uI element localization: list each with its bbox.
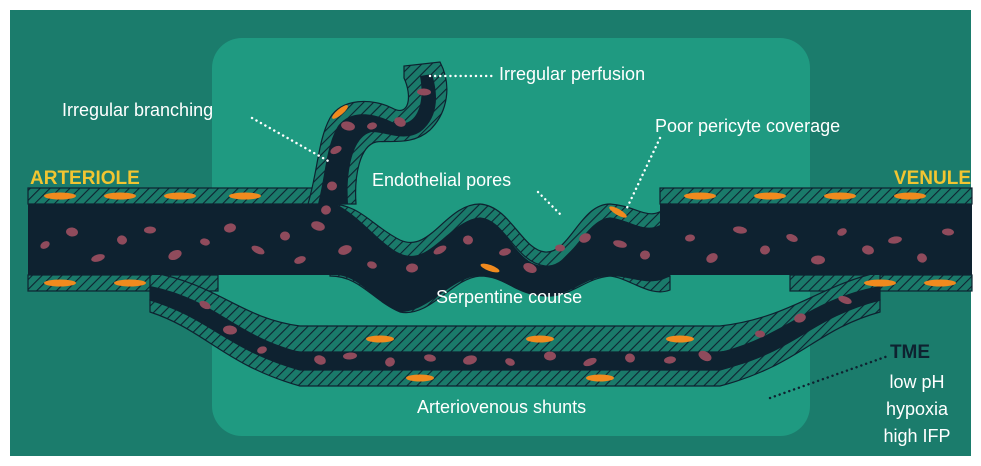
pericyte-icon <box>104 193 136 200</box>
pericyte-icon <box>684 193 716 200</box>
pericyte-icon <box>824 193 856 200</box>
pericyte-icon <box>754 193 786 200</box>
pericyte-icon <box>229 193 261 200</box>
pericyte-icon <box>666 336 694 343</box>
pericyte-icon <box>44 280 76 287</box>
tme-item-hypoxia: hypoxia <box>886 399 949 419</box>
tme-item-low-ph: low pH <box>889 372 944 392</box>
irregular-perfusion-label: Irregular perfusion <box>499 64 645 84</box>
pericyte-icon <box>864 280 896 287</box>
pericyte-icon <box>586 375 614 382</box>
tme-title: TME <box>890 342 930 363</box>
endothelial-pores-label: Endothelial pores <box>372 170 511 190</box>
pericyte-icon <box>894 193 926 200</box>
pericyte-icon <box>924 280 956 287</box>
arteriovenous-shunts-label: Arteriovenous shunts <box>417 397 586 417</box>
arteriole-label: ARTERIOLE <box>30 168 140 189</box>
irregular-branching-label: Irregular branching <box>62 100 213 120</box>
pericyte-icon <box>406 375 434 382</box>
pericyte-icon <box>526 336 554 343</box>
pericyte-icon <box>366 336 394 343</box>
pericyte-icon <box>114 280 146 287</box>
tme-item-high-ifp: high IFP <box>883 426 950 446</box>
serpentine-course-label: Serpentine course <box>436 287 582 307</box>
blood-cell-icon <box>555 245 565 252</box>
poor-pericyte-coverage-label: Poor pericyte coverage <box>655 116 840 136</box>
venule-label: VENULE <box>894 168 971 189</box>
pericyte-icon <box>44 193 76 200</box>
pericyte-icon <box>164 193 196 200</box>
